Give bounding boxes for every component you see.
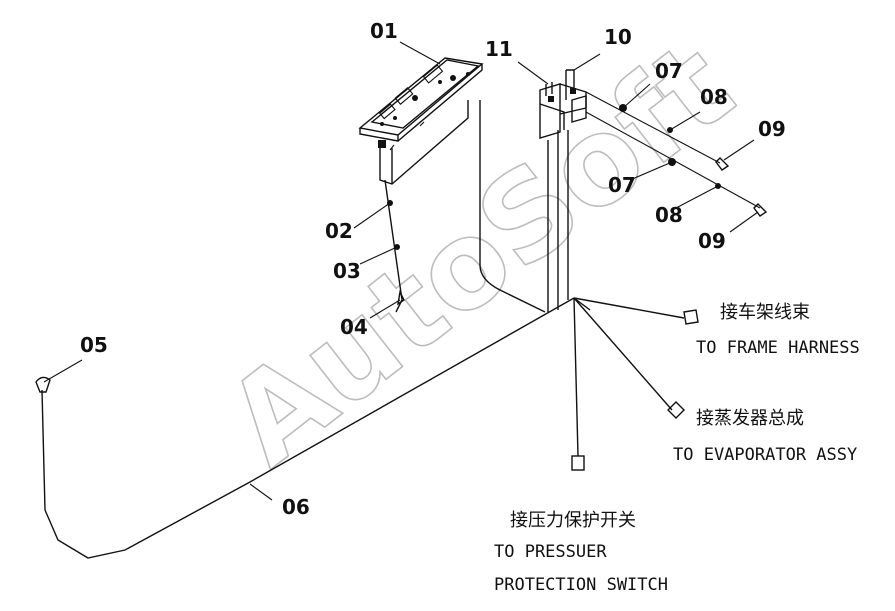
evaporator-en: TO EVAPORATOR ASSY <box>673 445 857 465</box>
label-08-lower: 08 <box>655 203 683 227</box>
leader-lines <box>43 41 759 501</box>
label-04: 04 <box>340 315 368 339</box>
connection-labels: 接车架线束 TO FRAME HARNESS 接蒸发器总成 TO EVAPORA… <box>494 302 860 595</box>
evaporator-cn: 接蒸发器总成 <box>696 408 804 429</box>
label-09-lower: 09 <box>698 229 726 253</box>
label-08-upper: 08 <box>700 85 728 109</box>
label-07-upper: 07 <box>655 59 683 83</box>
frame-harness-cn: 接车架线束 <box>720 302 810 323</box>
label-07-lower: 07 <box>608 173 636 197</box>
pressure-switch-en-2: PROTECTION SWITCH <box>494 575 668 595</box>
part-labels: 01 02 03 04 05 06 07 07 08 08 09 09 10 1… <box>80 19 786 519</box>
label-09-upper: 09 <box>758 117 786 141</box>
frame-harness-en: TO FRAME HARNESS <box>696 338 860 358</box>
pressure-switch-cn: 接压力保护开关 <box>510 510 636 531</box>
label-02: 02 <box>325 219 353 243</box>
wire-harness <box>35 100 699 559</box>
label-01: 01 <box>370 19 398 43</box>
label-03: 03 <box>333 259 361 283</box>
label-05: 05 <box>80 333 108 357</box>
control-panel <box>358 57 484 185</box>
label-06: 06 <box>282 495 310 519</box>
label-10: 10 <box>604 25 632 49</box>
pressure-switch-en-1: TO PRESSUER <box>494 542 607 562</box>
label-11: 11 <box>485 37 513 61</box>
